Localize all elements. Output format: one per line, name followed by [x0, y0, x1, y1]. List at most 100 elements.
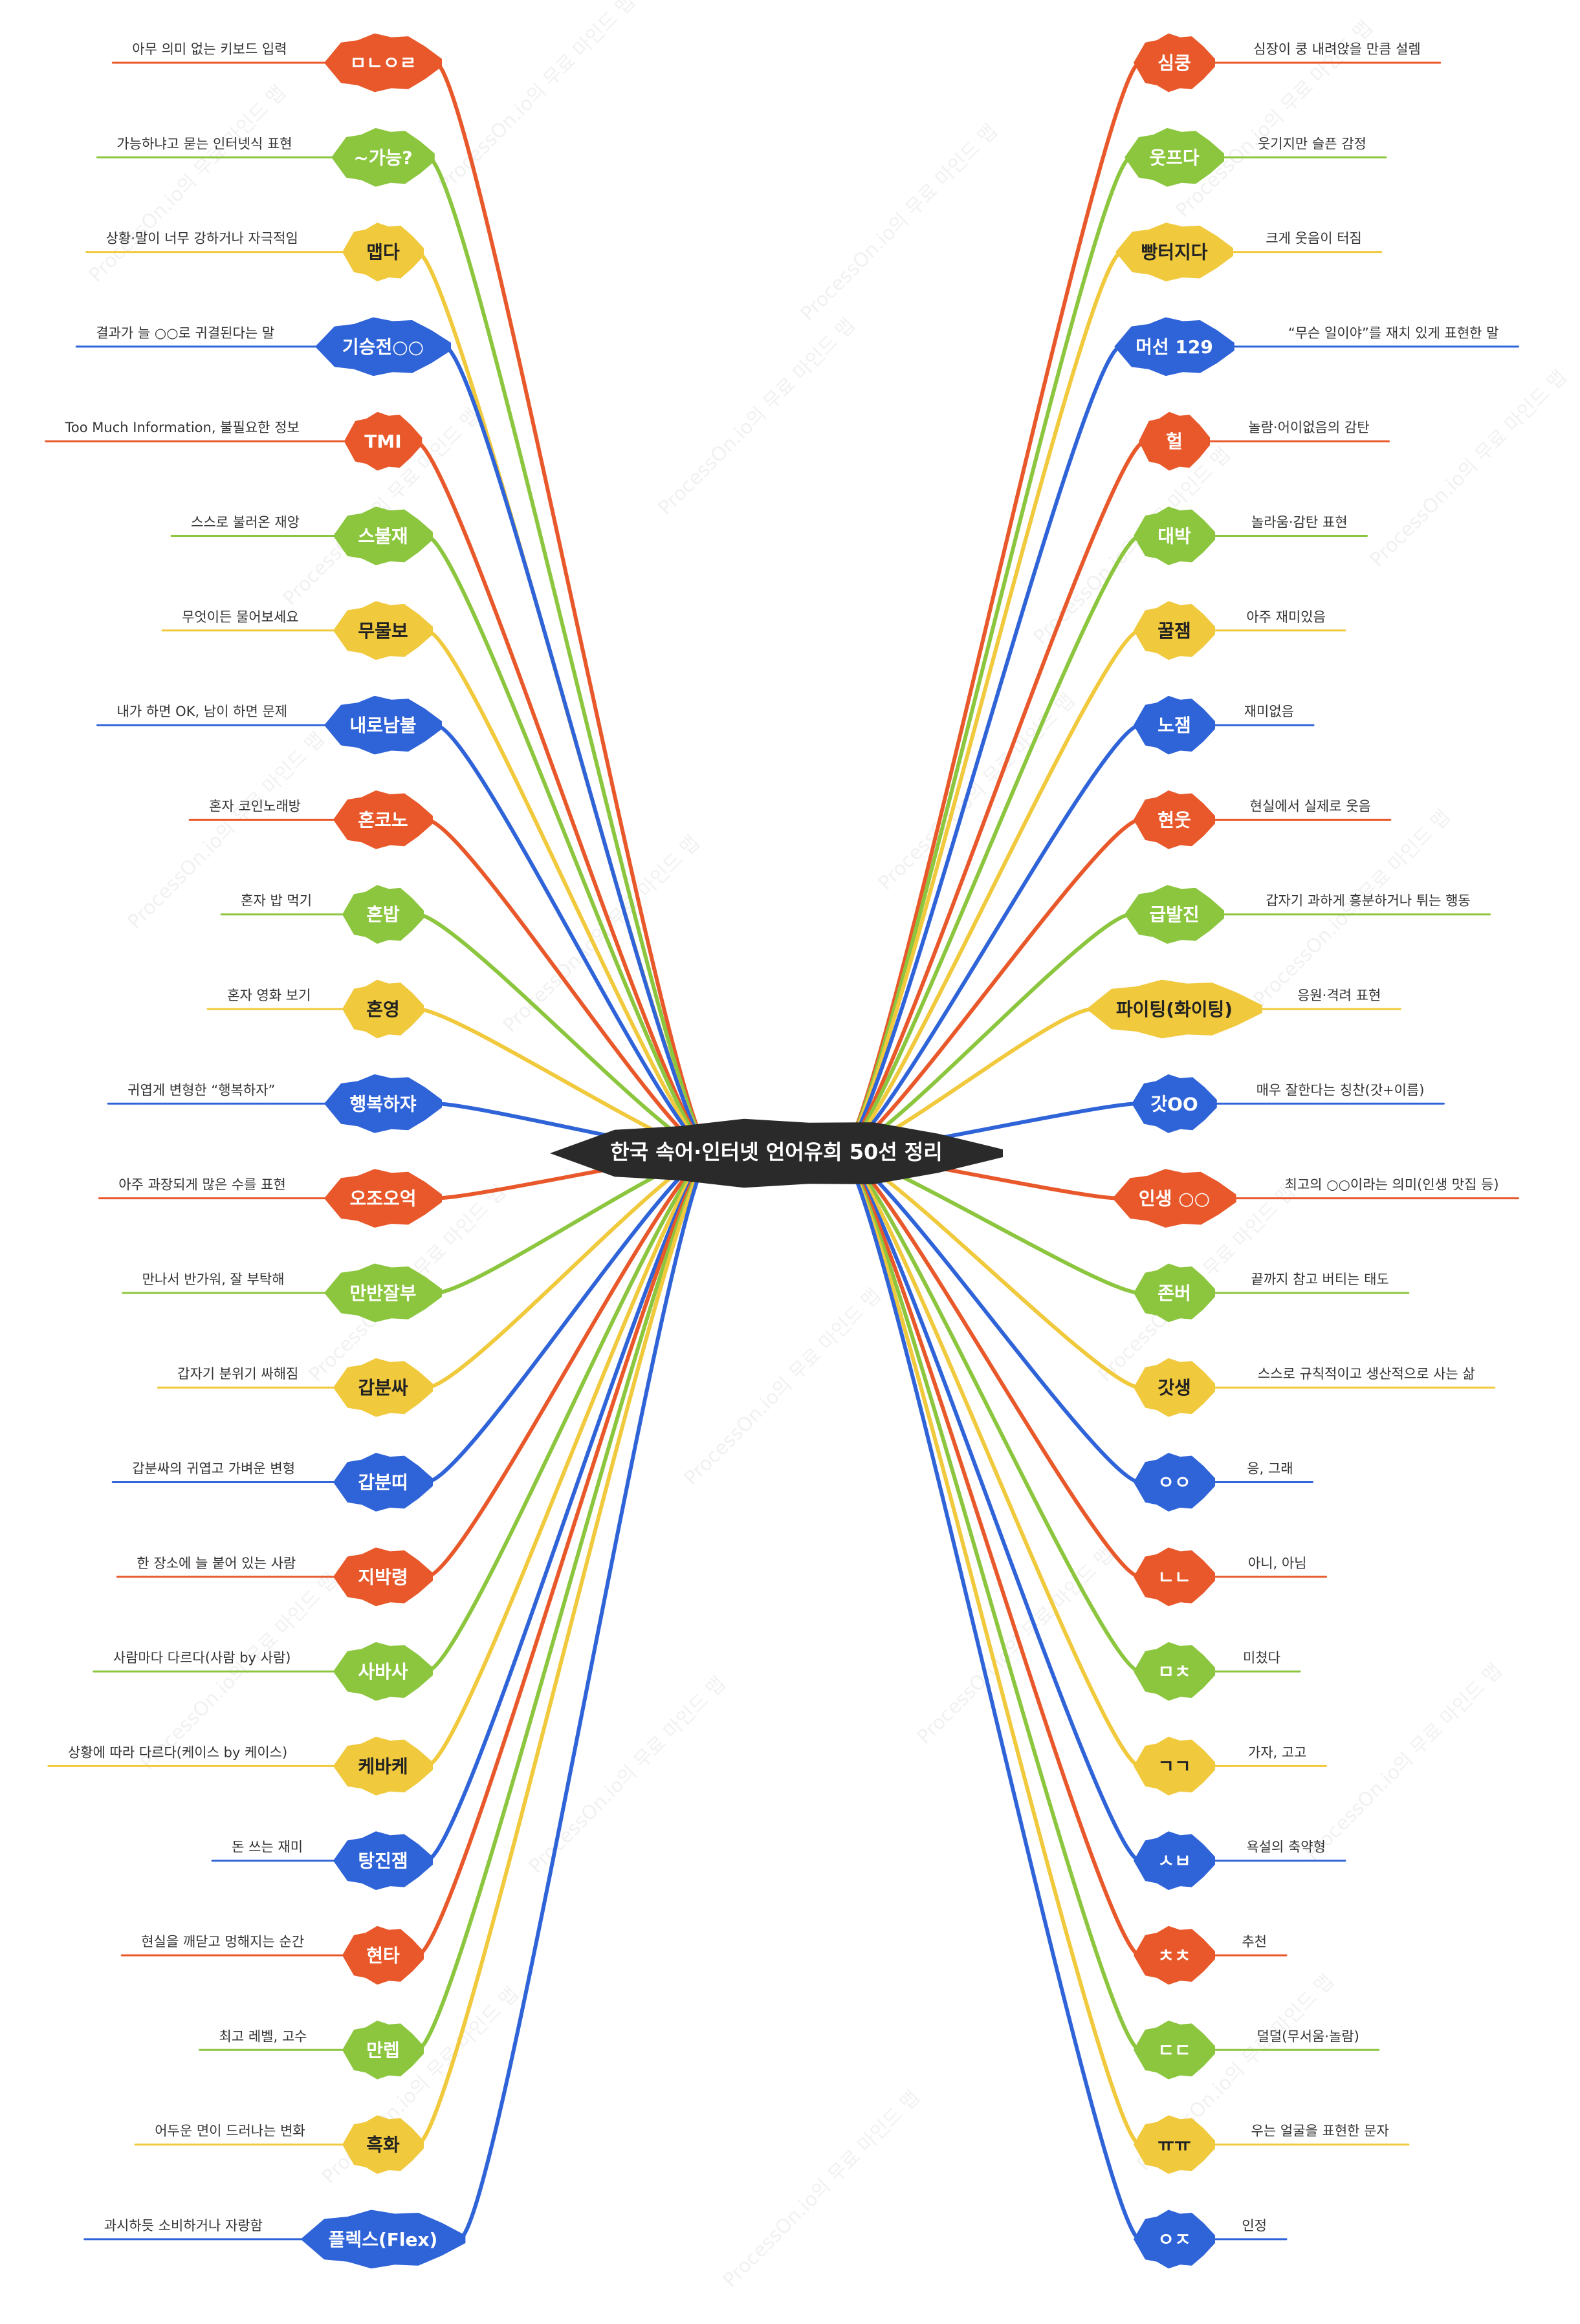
topic-node-right-12[interactable]: 갓OO — [1132, 1074, 1217, 1133]
topic-node-right-19[interactable]: ㄱㄱ — [1134, 1737, 1215, 1796]
topic-node-shape[interactable] — [333, 1358, 433, 1417]
topic-node-shape[interactable] — [1134, 2020, 1215, 2080]
topic-node-right-6[interactable]: 대박 — [1134, 506, 1215, 565]
topic-node-left-10[interactable]: 혼밥 — [342, 885, 424, 944]
topic-node-right-9[interactable]: 현웃 — [1134, 790, 1215, 849]
description-text-right-16: 응, 그래 — [1247, 1461, 1293, 1477]
topic-node-shape[interactable] — [333, 1737, 433, 1796]
topic-node-right-16[interactable]: ㅇㅇ — [1134, 1453, 1215, 1512]
topic-node-shape[interactable] — [1134, 1737, 1215, 1796]
topic-node-left-4[interactable]: 기승전○○ — [315, 317, 451, 376]
topic-node-shape[interactable] — [333, 1831, 433, 1891]
topic-node-shape[interactable] — [1139, 411, 1210, 471]
topic-node-left-1[interactable]: ㅁㄴㅇㄹ — [324, 33, 442, 92]
topic-node-left-9[interactable]: 혼코노 — [333, 790, 433, 849]
topic-node-shape[interactable] — [1134, 695, 1215, 755]
topic-node-left-24[interactable]: 플렉스(Flex) — [300, 2210, 466, 2269]
topic-node-right-17[interactable]: ㄴㄴ — [1134, 1547, 1215, 1607]
topic-node-right-4[interactable]: 머선 129 — [1114, 317, 1234, 376]
central-topic-group[interactable]: 한국 속어·인터넷 언어유희 50선 정리 — [550, 1118, 1003, 1188]
topic-node-shape[interactable] — [1134, 1831, 1215, 1891]
topic-node-shape[interactable] — [1134, 1926, 1215, 1985]
topic-node-shape[interactable] — [1134, 33, 1215, 92]
topic-node-left-6[interactable]: 스불재 — [333, 506, 433, 565]
topic-node-shape[interactable] — [1134, 506, 1215, 565]
topic-node-shape[interactable] — [1112, 1169, 1236, 1228]
topic-node-shape[interactable] — [333, 1642, 433, 1701]
topic-node-shape[interactable] — [1125, 885, 1224, 944]
topic-node-right-8[interactable]: 노잼 — [1134, 695, 1215, 755]
topic-node-left-8[interactable]: 내로남불 — [324, 695, 442, 755]
topic-node-right-23[interactable]: ㅠㅠ — [1134, 2115, 1215, 2174]
topic-node-left-2[interactable]: ~가능? — [331, 127, 435, 187]
topic-node-shape[interactable] — [1114, 317, 1234, 376]
topic-node-right-20[interactable]: ㅅㅂ — [1134, 1831, 1215, 1891]
topic-node-right-13[interactable]: 인생 ○○ — [1112, 1169, 1236, 1228]
topic-node-shape[interactable] — [1086, 979, 1262, 1039]
topic-node-shape[interactable] — [1134, 1453, 1215, 1512]
topic-node-shape[interactable] — [315, 317, 451, 376]
topic-node-left-5[interactable]: TMI — [344, 411, 422, 471]
topic-node-shape[interactable] — [342, 223, 424, 281]
topic-node-shape[interactable] — [1125, 127, 1224, 187]
topic-node-right-15[interactable]: 갓생 — [1134, 1358, 1215, 1417]
topic-node-shape[interactable] — [333, 790, 433, 849]
connector-right-4 — [839, 344, 1123, 1155]
topic-node-shape[interactable] — [342, 1926, 424, 1985]
topic-node-shape[interactable] — [1134, 1263, 1215, 1323]
topic-node-left-13[interactable]: 오조오억 — [324, 1169, 442, 1228]
topic-node-shape[interactable] — [324, 1169, 442, 1228]
topic-node-shape[interactable] — [1115, 223, 1233, 281]
topic-node-right-21[interactable]: ㅊㅊ — [1134, 1926, 1215, 1985]
topic-node-shape[interactable] — [342, 885, 424, 944]
topic-node-left-11[interactable]: 혼영 — [342, 979, 424, 1039]
central-topic-shape[interactable] — [550, 1118, 1003, 1188]
topic-node-right-2[interactable]: 웃프다 — [1125, 127, 1224, 187]
topic-node-shape[interactable] — [333, 1453, 433, 1512]
topic-node-shape[interactable] — [1134, 2210, 1215, 2269]
topic-node-left-21[interactable]: 현타 — [342, 1926, 424, 1985]
topic-node-left-17[interactable]: 지박령 — [333, 1547, 433, 1607]
topic-node-shape[interactable] — [342, 2020, 424, 2080]
topic-node-right-3[interactable]: 빵터지다 — [1115, 223, 1233, 281]
topic-node-shape[interactable] — [1134, 601, 1215, 660]
topic-node-shape[interactable] — [324, 33, 442, 92]
topic-node-shape[interactable] — [324, 1263, 442, 1323]
topic-node-shape[interactable] — [333, 506, 433, 565]
topic-node-left-20[interactable]: 탕진잼 — [333, 1831, 433, 1891]
topic-node-shape[interactable] — [324, 1074, 442, 1133]
topic-node-left-16[interactable]: 갑분띠 — [333, 1453, 433, 1512]
topic-node-right-14[interactable]: 존버 — [1134, 1263, 1215, 1323]
topic-node-shape[interactable] — [342, 979, 424, 1039]
topic-node-right-11[interactable]: 파이팅(화이팅) — [1086, 979, 1262, 1039]
topic-node-right-22[interactable]: ㄷㄷ — [1134, 2020, 1215, 2080]
topic-node-shape[interactable] — [1134, 1547, 1215, 1607]
topic-node-left-3[interactable]: 맵다 — [342, 223, 424, 281]
topic-node-left-18[interactable]: 사바사 — [333, 1642, 433, 1701]
topic-node-shape[interactable] — [1134, 1358, 1215, 1417]
topic-node-right-10[interactable]: 급발진 — [1125, 885, 1224, 944]
topic-node-left-22[interactable]: 만렙 — [342, 2020, 424, 2080]
topic-node-left-14[interactable]: 만반잘부 — [324, 1263, 442, 1323]
topic-node-shape[interactable] — [1134, 1642, 1215, 1701]
topic-node-left-19[interactable]: 케바케 — [333, 1737, 433, 1796]
topic-node-right-1[interactable]: 심쿵 — [1134, 33, 1215, 92]
topic-node-left-12[interactable]: 행복하쟈 — [324, 1074, 442, 1133]
topic-node-shape[interactable] — [333, 1547, 433, 1607]
topic-node-shape[interactable] — [1134, 2115, 1215, 2174]
topic-node-shape[interactable] — [1134, 790, 1215, 849]
topic-node-left-7[interactable]: 무물보 — [333, 601, 433, 660]
topic-node-right-7[interactable]: 꿀잼 — [1134, 601, 1215, 660]
topic-node-right-18[interactable]: ㅁㅊ — [1134, 1642, 1215, 1701]
topic-node-shape[interactable] — [333, 601, 433, 660]
topic-node-shape[interactable] — [331, 127, 435, 187]
topic-node-shape[interactable] — [300, 2210, 466, 2269]
topic-node-shape[interactable] — [1132, 1074, 1217, 1133]
topic-node-right-5[interactable]: 헐 — [1139, 411, 1210, 471]
topic-node-shape[interactable] — [344, 411, 422, 471]
topic-node-shape[interactable] — [342, 2115, 424, 2174]
topic-node-shape[interactable] — [324, 695, 442, 755]
topic-node-right-24[interactable]: ㅇㅈ — [1134, 2210, 1215, 2269]
topic-node-left-15[interactable]: 갑분싸 — [333, 1358, 433, 1417]
topic-node-left-23[interactable]: 흑화 — [342, 2115, 424, 2174]
